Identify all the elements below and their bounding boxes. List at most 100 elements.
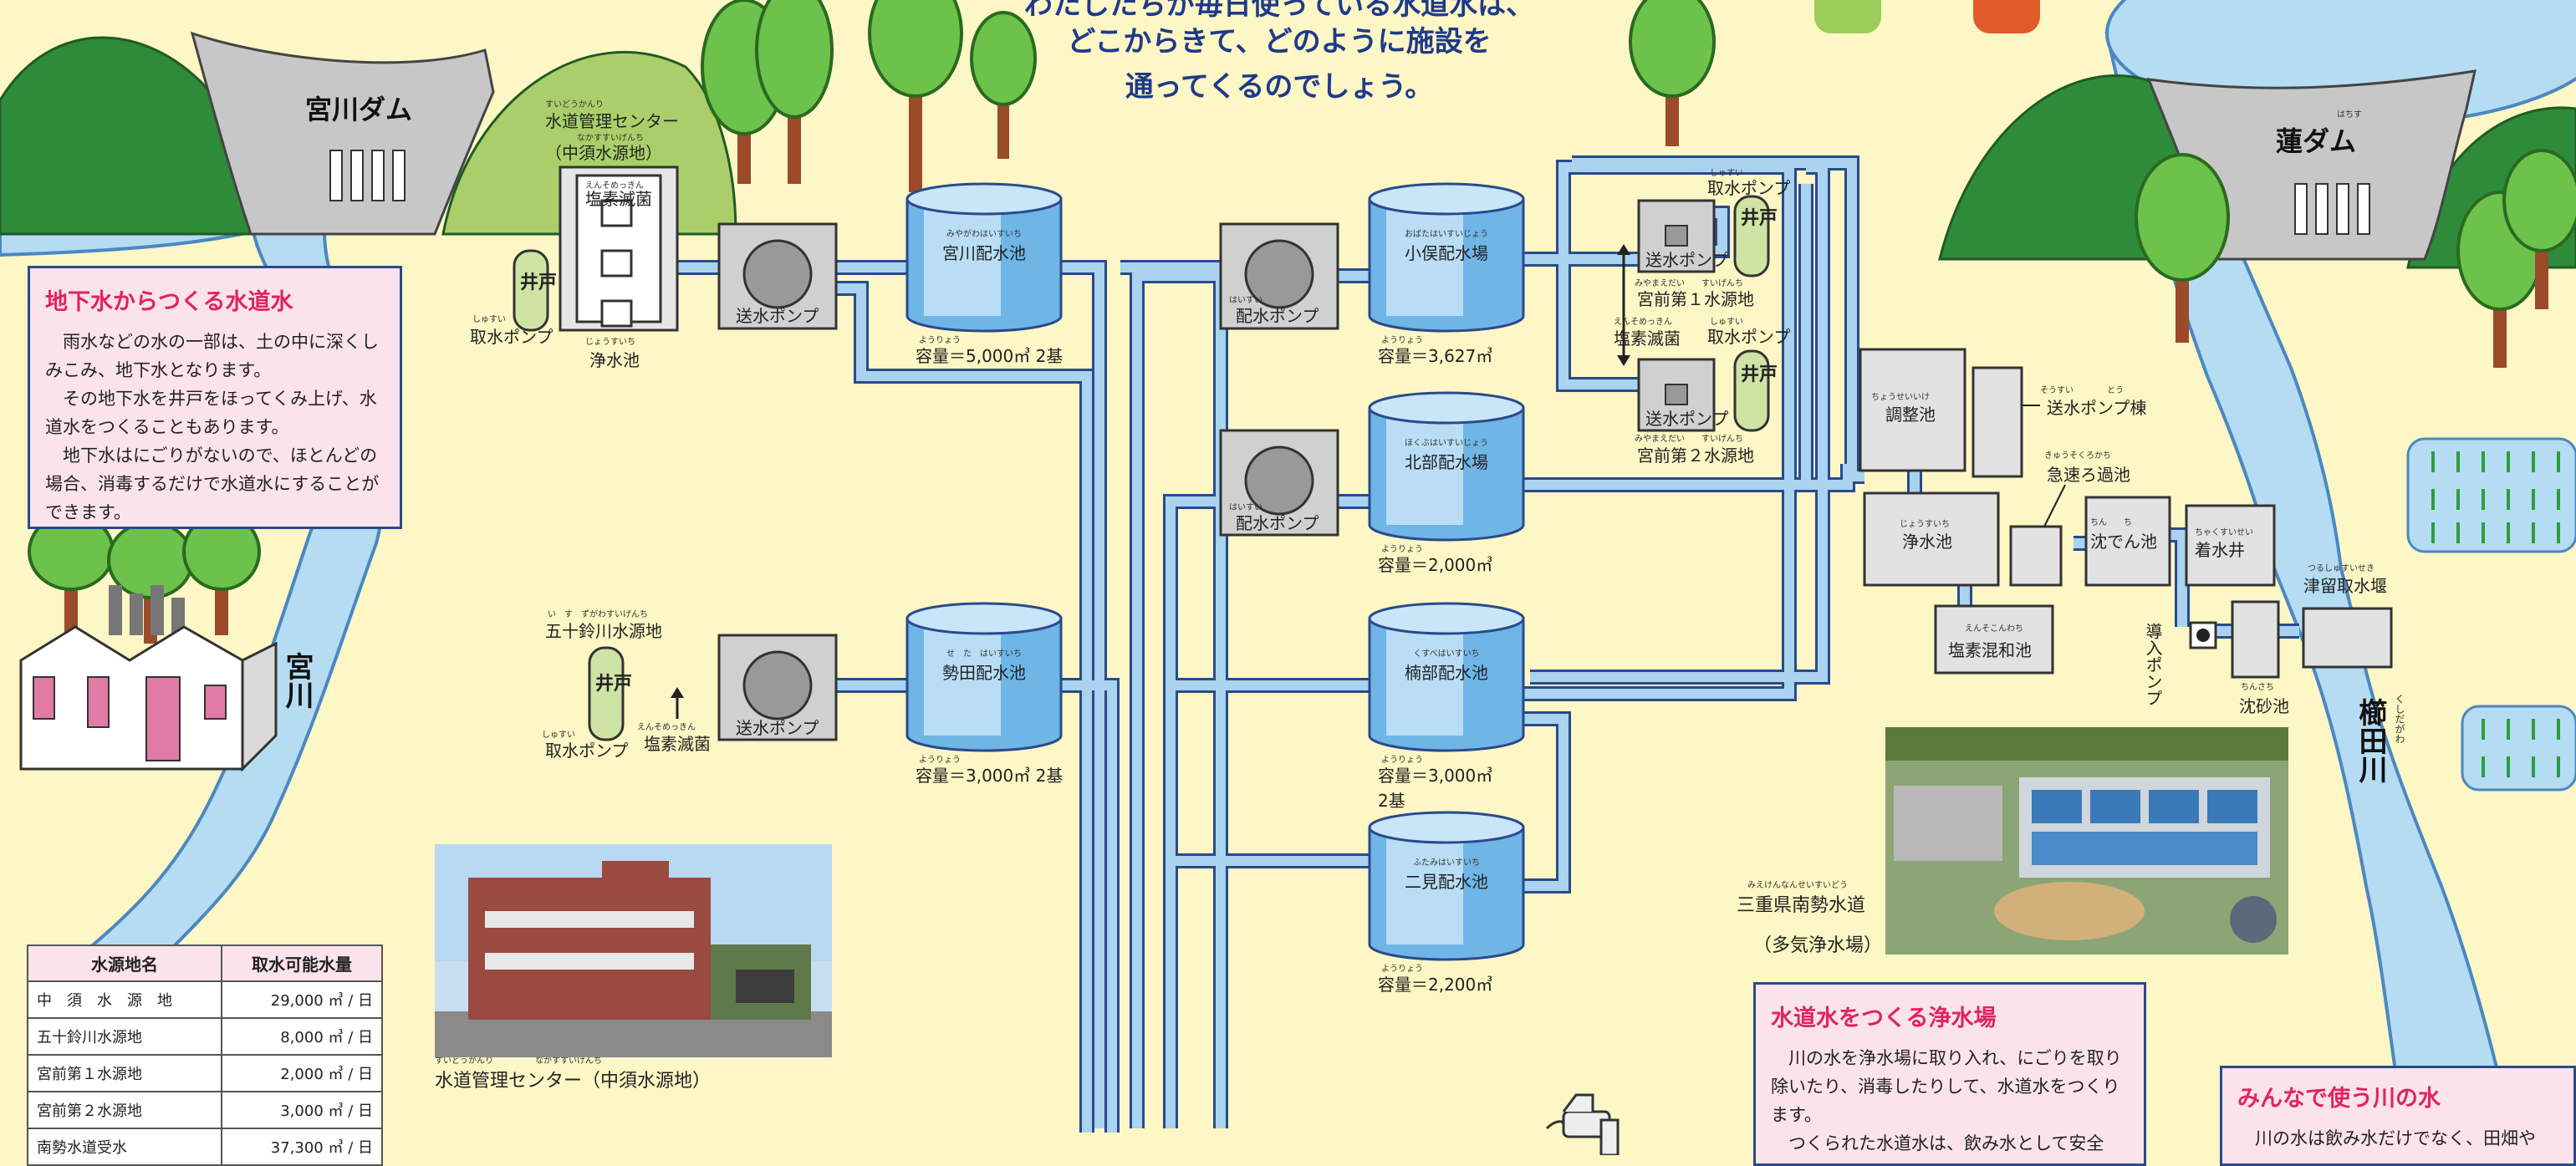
settle-ruby: ちん ち	[2090, 517, 2132, 527]
table-cell: 南勢水道受水	[27, 1128, 222, 1166]
purification-pond	[1863, 491, 2000, 587]
reservoir-highlight	[1386, 619, 1463, 736]
miyamae1-supply-label: 送水ポンプ	[1645, 250, 1728, 270]
rapid-filter	[2009, 525, 2063, 587]
weir-ruby: つるしゅすいせき	[2308, 563, 2375, 573]
reservoir-capacity-2: 2基	[1378, 791, 1405, 811]
reservoir-top	[905, 182, 1063, 216]
salt-mix-pond	[1934, 604, 2054, 675]
tree	[28, 512, 115, 635]
chlorine-label: 塩素滅菌	[585, 189, 652, 209]
reservoir-name: 二見配水池	[1405, 872, 1488, 892]
miyamae1-intake-ruby: しゅすい	[1710, 168, 1743, 178]
kushida-river-label: 櫛田川	[2354, 698, 2387, 783]
reservoir-top	[1368, 602, 1525, 635]
capacity-ruby: ようりょう	[1381, 335, 1423, 345]
supply-pump-1-label: 送水ポンプ	[736, 306, 819, 326]
table-cell: 3,000 ㎥ / 日	[221, 1091, 383, 1129]
supply-pump-2-label: 送水ポンプ	[736, 718, 819, 738]
river-panel: みんなで使う川の水 川の水は飲み水だけでなく、田畑や	[2220, 1066, 2576, 1166]
plant-purification-ruby: じょうすいち	[1900, 519, 1950, 529]
management-center-building	[559, 165, 679, 332]
reservoir-highlight	[1386, 408, 1463, 525]
reservoir-ruby: くすべはいすいち	[1413, 649, 1479, 659]
reservoir-top	[905, 602, 1063, 635]
tree	[970, 11, 1037, 159]
adjust-ruby: ちょうせいいけ	[1871, 392, 1930, 402]
svg-text:井戸: 井戸	[595, 674, 632, 695]
decorative-green-shape	[1814, 0, 1881, 33]
reservoir-top	[1368, 391, 1525, 425]
distribution-pump-1-label: 配水ポンプ	[1236, 306, 1319, 326]
table-cell: 中 須 水 源 地	[27, 980, 222, 1019]
management-center-label: 水道管理センター	[545, 111, 679, 131]
table-header-amount: 取水可能水量	[221, 945, 383, 982]
miyamae1-ruby: みやまえだい すいげんち	[1635, 278, 1743, 288]
miyamae1-label: 宮前第１水源地	[1637, 289, 1754, 309]
sand-label: 沈砂池	[2239, 696, 2289, 716]
nakasu-well: 井戸	[513, 249, 557, 332]
nansei-caption-1: 三重県南勢水道	[1737, 895, 1865, 916]
capacity-ruby: ようりょう	[919, 755, 961, 765]
adjust-label: 調整池	[1885, 405, 1936, 425]
plant-panel: 水道水をつくる浄水場 川の水を浄水場に取り入れ、にごりを取り除いたり、消毒したり…	[1753, 982, 2146, 1166]
reservoir-capacity: 容量＝3,627㎥	[1378, 346, 1492, 366]
isuzu-chlorine-label: 塩素滅菌	[644, 734, 711, 754]
isuzu-intake-label: 取水ポンプ	[545, 741, 628, 761]
distribution-pump-1-ruby: はいすい	[1229, 295, 1262, 305]
reservoir-capacity: 容量＝5,000㎥ 2基	[916, 346, 1063, 366]
reservoir-highlight	[1386, 827, 1463, 945]
chlorine-ruby: えんそめっきん	[585, 181, 644, 191]
capacity-ruby: ようりょう	[1381, 755, 1423, 765]
capacity-ruby: ようりょう	[1381, 964, 1423, 974]
salt-mix-ruby: えんそこんわち	[1965, 624, 2023, 634]
supply-pump-building	[1972, 366, 2023, 478]
table-cell: 8,000 ㎥ / 日	[221, 1017, 383, 1056]
factory-icon	[19, 585, 278, 772]
tree	[1629, 0, 1716, 146]
reservoir-capacity: 容量＝2,200㎥	[1378, 975, 1492, 995]
settle-label: 沈でん池	[2090, 532, 2157, 552]
svg-text:井戸: 井戸	[520, 272, 557, 293]
reservoir-name: 小俣配水場	[1405, 243, 1488, 263]
kushida-river	[2104, 32, 2519, 1155]
distribution-pump-2-ruby: はいすい	[1229, 502, 1262, 512]
reservoir-top	[1368, 811, 1525, 844]
mixing-ruby: ちゃくすいせい	[2195, 527, 2253, 537]
miyagawa-dam-label: 宮川ダム	[305, 94, 412, 125]
sand-pond	[2231, 600, 2280, 679]
supply-pump-bldg-ruby: そうすい とう	[2040, 385, 2124, 395]
capacity-ruby: ようりょう	[919, 335, 961, 345]
mixing-well	[2185, 504, 2276, 587]
title-line-1: わたしたちが毎日使っている水道水は、	[1023, 0, 1535, 22]
table-cell: 29,000 ㎥ / 日	[221, 980, 383, 1019]
reservoir-name: 勢田配水池	[942, 663, 1026, 683]
intake-pump-label: 取水ポンプ	[470, 327, 553, 347]
mixing-label: 着水井	[2195, 540, 2245, 560]
weir	[2302, 607, 2393, 669]
miyamae2-supply-label: 送水ポンプ	[1645, 409, 1728, 429]
isuzu-intake-ruby: しゅすい	[542, 730, 575, 740]
management-center-photo-art	[435, 844, 832, 1057]
nakasu-ruby: なかすすいげんち	[577, 133, 644, 143]
river-panel-title: みんなで使う川の水	[2237, 1086, 2441, 1112]
isuzu-label: 五十鈴川水源地	[545, 621, 662, 641]
settling-pond	[2084, 496, 2171, 587]
miyamae2-intake-label: 取水ポンプ	[1707, 327, 1790, 347]
intake-pump-block	[2189, 621, 2217, 649]
isuzu-chlorine-ruby: えんそめっきん	[637, 722, 696, 732]
plant-purification-label: 浄水池	[1902, 532, 1952, 552]
miyamae2-intake-ruby: しゅすい	[1710, 317, 1743, 327]
intake-pump-v-label: 導入ポンプ	[2143, 623, 2163, 706]
groundwater-panel: 地下水からつくる水道水 雨水などの水の一部は、土の中に深くしみこみ、地下水となり…	[28, 266, 402, 529]
